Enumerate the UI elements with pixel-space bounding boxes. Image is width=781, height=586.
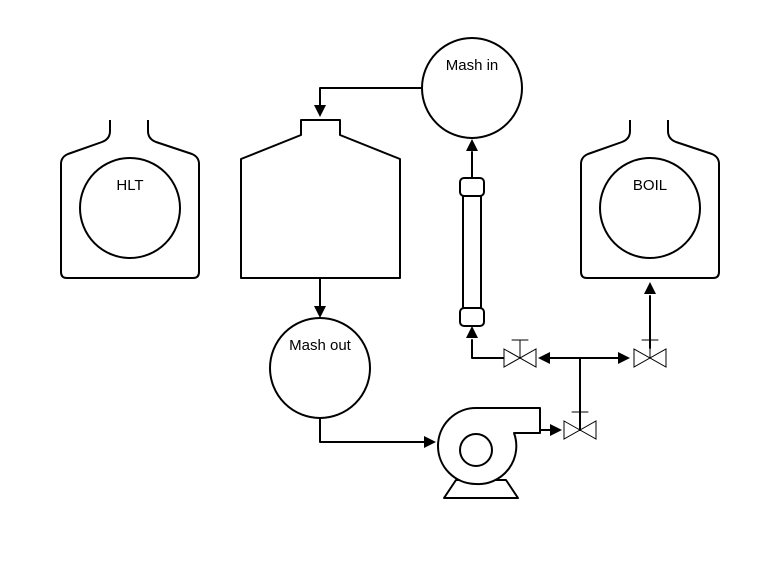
pipe-mash-out-to-pump <box>319 417 425 443</box>
arrow-into-valve <box>550 424 562 436</box>
mash-tun <box>240 119 401 279</box>
pump-base <box>443 479 519 499</box>
mash-in-label: Mash in <box>446 57 499 74</box>
valve-boil <box>633 339 667 368</box>
arrow-right-branch <box>618 352 630 364</box>
hlt-circle <box>79 157 181 259</box>
arrow-into-boil <box>644 282 656 294</box>
pump <box>437 407 541 499</box>
pipe-mash-in-to-tun <box>319 87 423 107</box>
mash-out-circle <box>269 317 371 419</box>
boil-label: BOIL <box>633 177 667 194</box>
heat-exchanger-bottom-cap <box>459 307 485 327</box>
arrow-into-heat-exchanger <box>466 326 478 338</box>
valve-hx <box>503 339 537 368</box>
pipe-valve-to-hx <box>471 339 505 359</box>
valve-pump <box>563 411 597 440</box>
mash-out-label: Mash out <box>289 337 352 354</box>
arrow-into-pump <box>424 436 436 448</box>
boil-circle <box>599 157 701 259</box>
arrow-into-mash-in <box>466 139 478 151</box>
flow-arrows <box>314 105 656 448</box>
mash-in-node: Mash in <box>421 37 523 139</box>
arrow-left-branch <box>538 352 550 364</box>
mash-in-circle <box>421 37 523 139</box>
boil-vessel: BOIL <box>580 120 720 279</box>
mash-tun-body <box>240 119 401 279</box>
arrow-into-mash-out <box>314 306 326 318</box>
heat-exchanger <box>459 177 485 327</box>
pump-impeller <box>459 433 493 467</box>
heat-exchanger-tube <box>462 186 482 316</box>
mash-out-node: Mash out <box>269 317 371 419</box>
hlt-vessel: HLT <box>60 120 200 279</box>
heat-exchanger-top-cap <box>459 177 485 197</box>
piping <box>319 87 651 443</box>
hlt-label: HLT <box>116 177 143 194</box>
arrow-into-mash-tun <box>314 105 326 117</box>
